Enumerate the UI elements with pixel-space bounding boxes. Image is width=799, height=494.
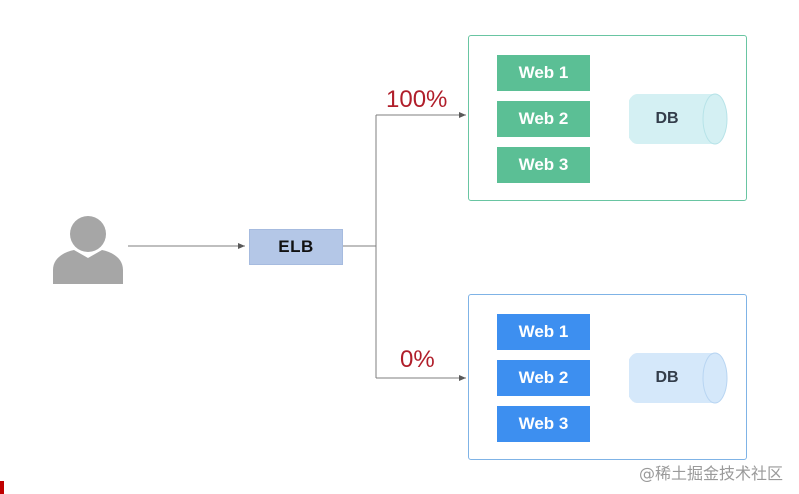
web-server-box: Web 2 [497,360,590,396]
top-route-percent: 100% [386,86,448,113]
elb-box: ELB [249,229,343,265]
slide-footer-mark [0,481,4,494]
elb-label: ELB [278,237,314,256]
web-server-box: Web 2 [497,101,590,137]
web-server-box: Web 1 [497,314,590,350]
db-label: DB [655,110,679,127]
web-server-box: Web 3 [497,406,590,442]
database-icon [625,352,728,404]
database-cylinder: DB [625,93,729,145]
cluster-green: Web 1 Web 2 Web 3 DB [468,35,747,201]
database-icon [625,93,728,145]
web-server-box: Web 3 [497,147,590,183]
user-icon [50,208,126,284]
database-cylinder: DB [625,352,729,404]
db-label: DB [655,369,679,386]
bottom-route-percent: 0% [400,346,435,373]
web-server-box: Web 1 [497,55,590,91]
cluster-blue: Web 1 Web 2 Web 3 DB [468,294,747,460]
watermark-text: @稀土掘金技术社区 [638,464,783,483]
